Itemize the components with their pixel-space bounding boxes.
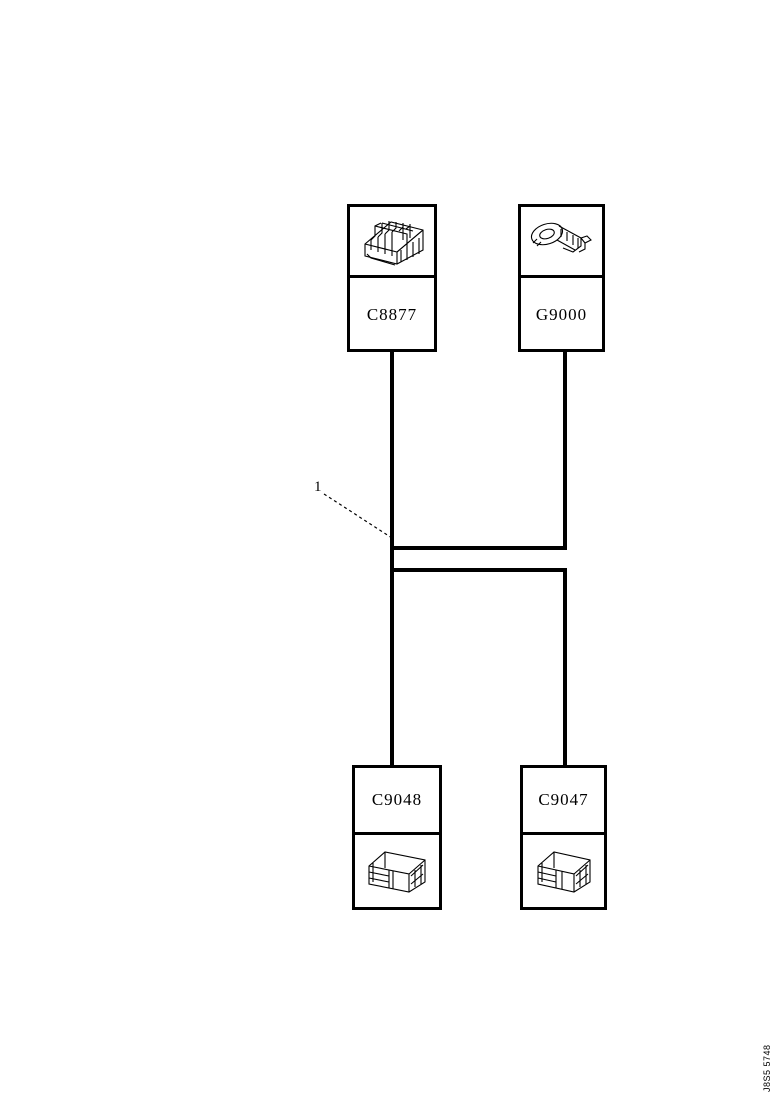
component-label-cell-top-right: G9000 <box>518 278 605 352</box>
wire-right-lower <box>563 568 567 765</box>
box-divider-top-left <box>347 275 437 278</box>
callout-leader-line <box>323 493 393 539</box>
wire-right-upper <box>563 352 567 550</box>
component-box-top-left[interactable] <box>347 204 437 352</box>
component-label-cell-bottom-left: C9048 <box>352 768 442 832</box>
component-image-top-right <box>518 207 605 275</box>
ground-eyelet-terminal-icon <box>530 222 592 253</box>
multi-pin-connector-block-icon <box>364 221 424 266</box>
wire-left-trunk-upper <box>390 352 394 568</box>
callout-number-1: 1 <box>314 479 322 495</box>
box-divider-bottom-left <box>352 832 442 835</box>
component-label-cell-top-left: C8877 <box>347 278 437 352</box>
wire-left-trunk-lower <box>390 568 394 765</box>
wire-bus-lower <box>390 568 567 572</box>
component-image-bottom-right <box>520 835 607 907</box>
two-way-connector-icon <box>536 851 591 893</box>
wire-bus-upper <box>390 546 567 550</box>
component-code-bottom-right: C9047 <box>538 790 589 809</box>
two-way-connector-icon <box>368 851 426 893</box>
component-box-bottom-right[interactable] <box>520 765 607 910</box>
component-code-bottom-left: C9048 <box>371 790 423 809</box>
component-code-top-left: C8877 <box>366 305 418 324</box>
component-label-cell-bottom-right: C9047 <box>520 768 607 832</box>
component-image-bottom-left <box>352 835 442 907</box>
component-code-top-right: G9000 <box>535 305 588 324</box>
box-divider-bottom-right <box>520 832 607 835</box>
component-box-bottom-left[interactable] <box>352 765 442 910</box>
box-divider-top-right <box>518 275 605 278</box>
component-image-top-left <box>347 207 437 275</box>
sheet-reference-code: J8S5 5748 <box>762 1044 772 1092</box>
